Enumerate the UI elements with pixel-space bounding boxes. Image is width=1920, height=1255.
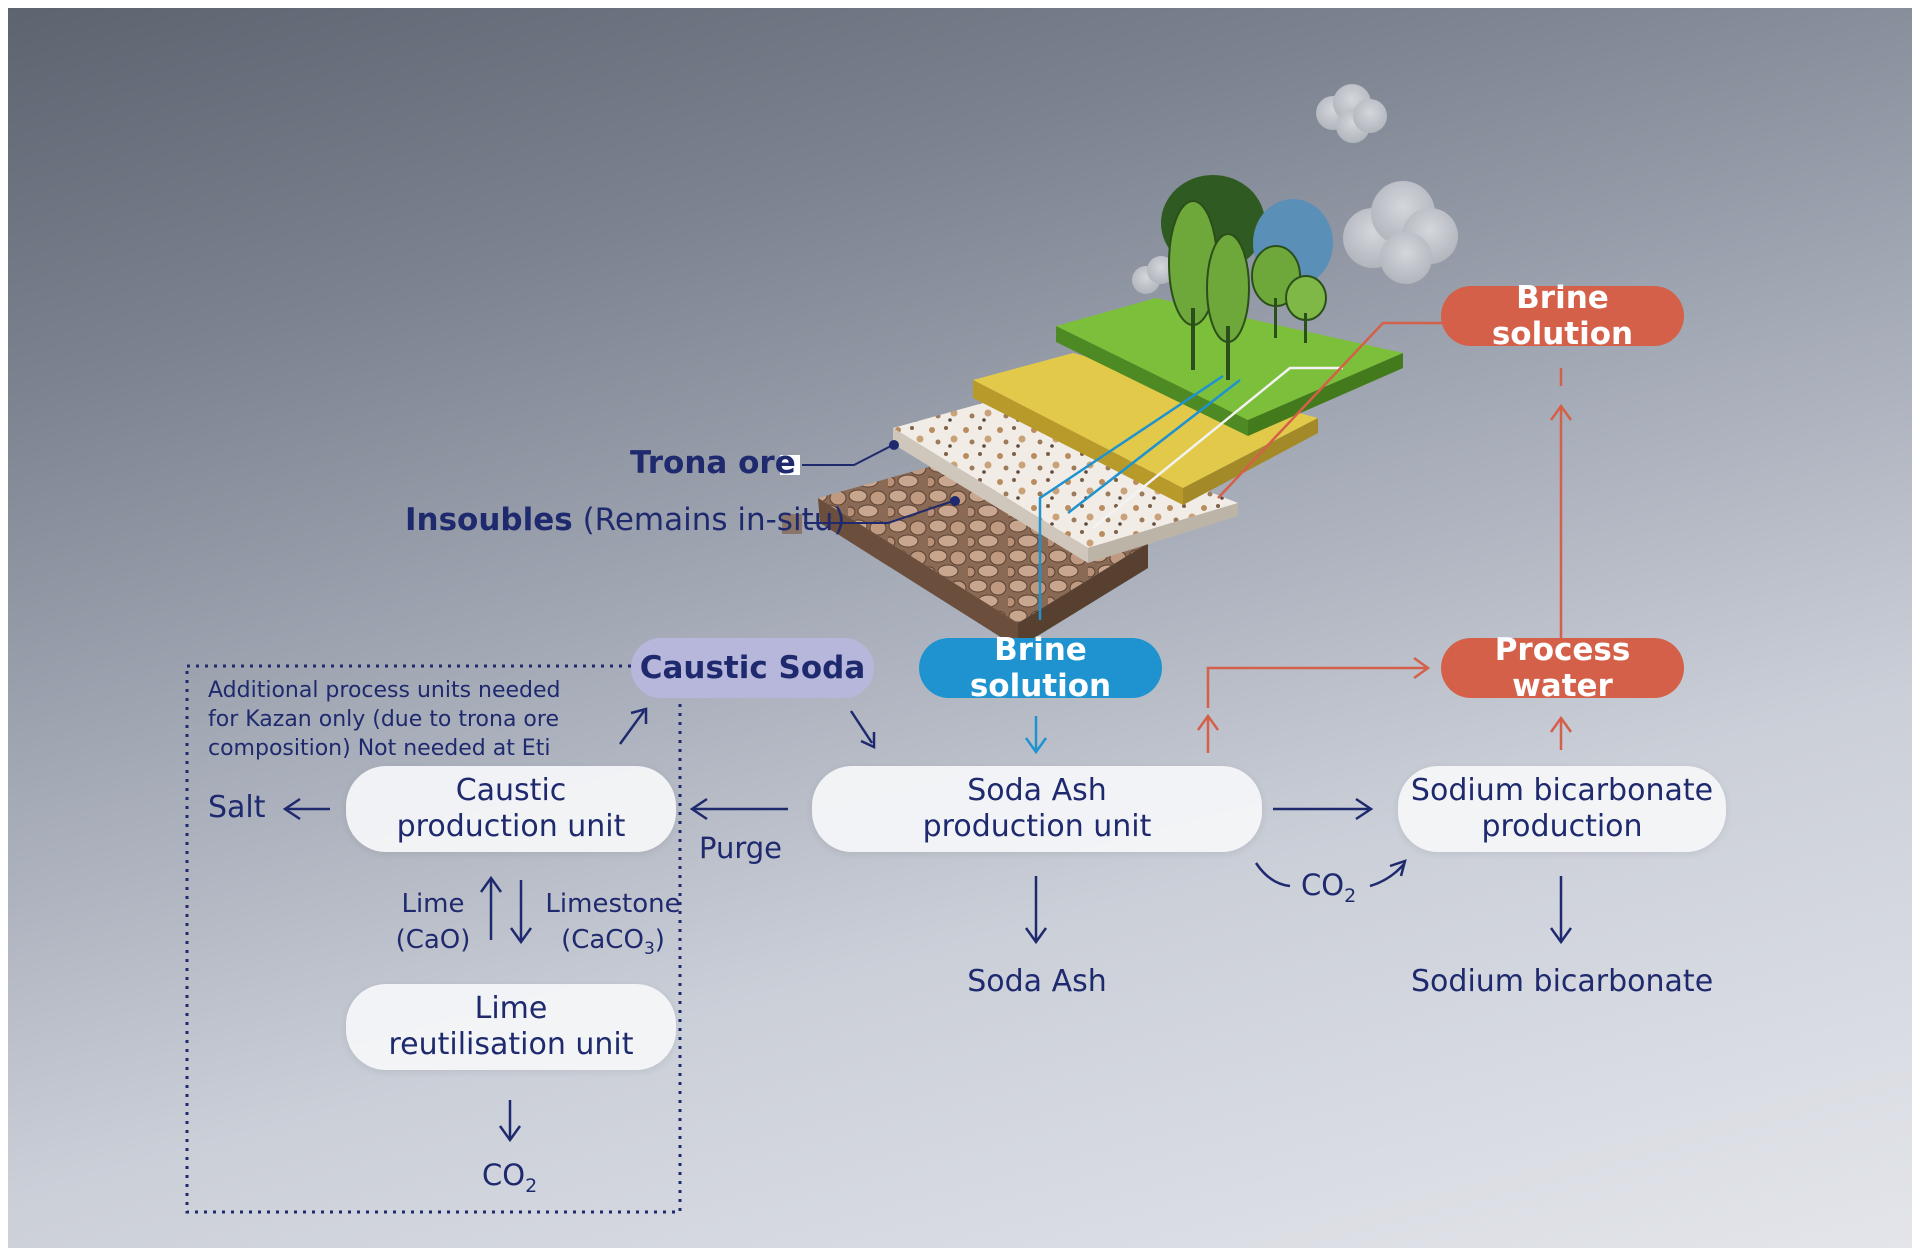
unit-line: production [1481,809,1643,844]
injection-pipe [1067,379,1241,514]
brine-pipe [1038,374,1224,620]
unit-line: production unit [922,809,1152,844]
unit-line: production unit [396,809,626,844]
insoluble-name: Insoubles [405,502,573,538]
kazan-only-boundary [185,664,682,1214]
co2-label: CO2 [1301,868,1357,907]
limestone-caco3-label: Limestone (CaCO3) [545,889,681,960]
brine-solution-tag-top: Brine solution [1441,280,1684,352]
trona-ore-label: Trona ore [630,445,796,481]
process-water-tag: Process water [1441,632,1684,704]
insoluble-label: Insoubles (Remains in-situ) [405,502,845,538]
cloud-icon [1316,84,1387,143]
purge-label: Purge [699,831,783,865]
lime-reutilisation-unit: Lime reutilisation unit [346,984,676,1070]
tree-icon [1161,175,1265,380]
return-pipe [1217,321,1448,499]
illustration-layer [185,84,1573,1214]
insoluble-swatch [782,514,802,534]
caustic-production-unit: Caustic production unit [346,766,676,852]
soda-ash-production-unit: Soda Ash production unit [812,766,1262,852]
pipe-line [1092,366,1343,529]
to-process-water [1206,666,1428,708]
caustic-soda-tag: Caustic Soda [631,638,874,698]
sand-layer [973,353,1318,505]
unit-line: reutilisation unit [388,1027,634,1062]
lime-cao-label: Lime (CaO) [395,889,471,955]
soda-ash-output: Soda Ash [967,964,1107,999]
sodium-bicarbonate-output: Sodium bicarbonate [1411,964,1714,999]
insoluble-note: (Remains in-situ) [582,502,846,538]
salt-output: Salt [208,790,266,825]
insoluble-leader [804,500,954,524]
trona-leader [802,444,894,466]
navy-arrows [282,707,1573,1143]
kazan-note: Additional process units needed for Kaza… [208,678,561,761]
tree-icon [1251,199,1333,343]
insoluble-layer [818,463,1148,648]
trona-dot [889,440,899,450]
insoluble-dot [950,496,960,506]
unit-line: Caustic [455,773,567,808]
sodium-bicarbonate-production-unit: Sodium bicarbonate production [1398,766,1726,852]
unit-line: Soda Ash [967,773,1107,808]
co2-bottom-label: CO2 [482,1158,538,1197]
unit-line: Sodium bicarbonate [1410,773,1714,808]
brine-solution-tag: Brine solution [919,632,1162,704]
cloud-icon [1343,181,1458,284]
trona-swatch [780,455,800,475]
diagram-canvas: Trona ore Insoubles (Remains in-situ) Br… [8,8,1912,1248]
unit-line: Lime [474,991,548,1026]
